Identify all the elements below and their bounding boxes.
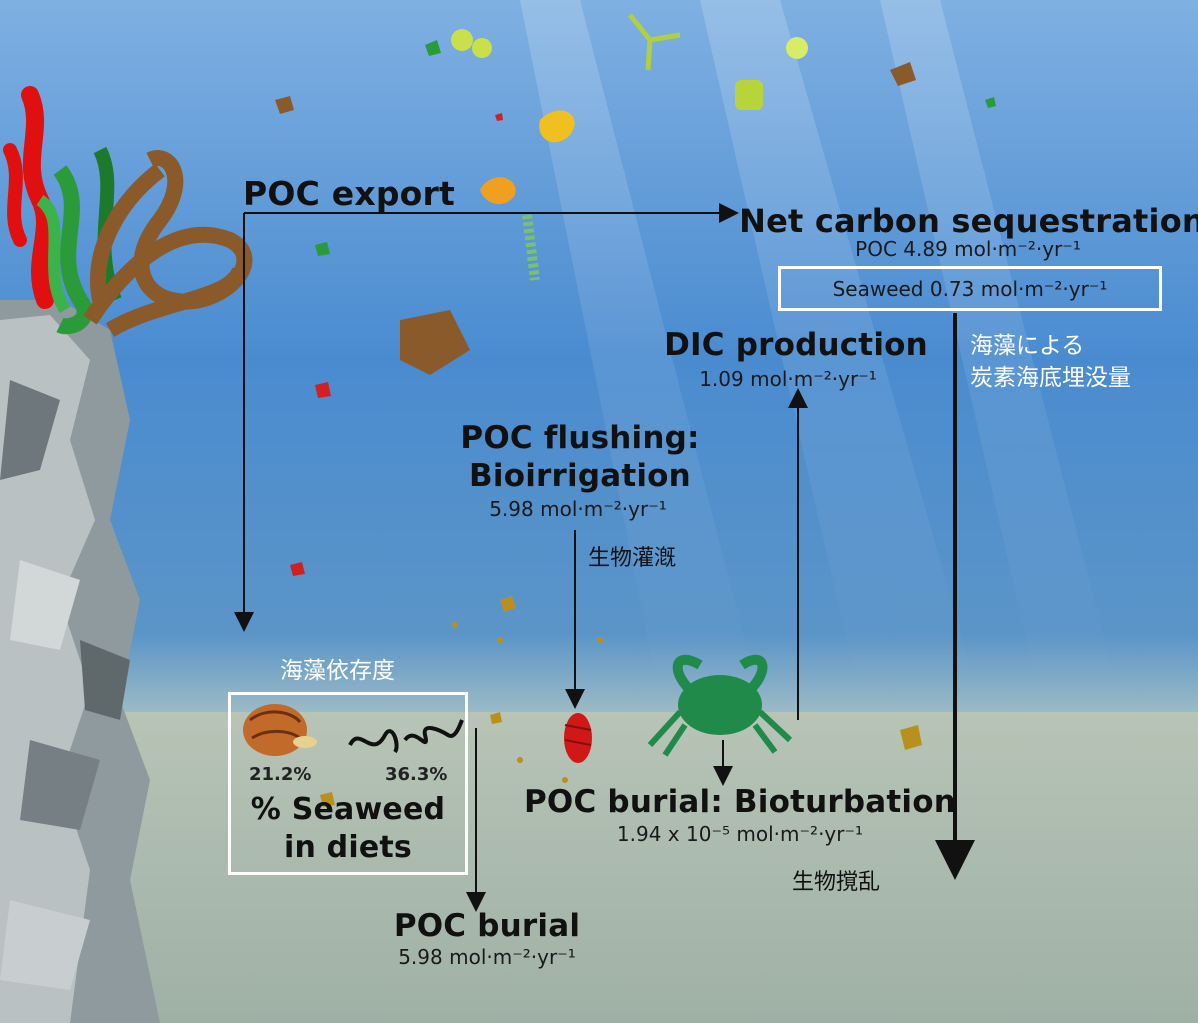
poc-export-label: POC export bbox=[243, 174, 455, 213]
bioturbation-value: 1.94 x 10⁻⁵ mol·m⁻²·yr⁻¹ bbox=[616, 822, 864, 846]
particles bbox=[275, 40, 996, 807]
jp-seaweed-burial-line1: 海藻による bbox=[970, 333, 1085, 359]
burial-value: 5.98 mol·m⁻²·yr⁻¹ bbox=[398, 945, 576, 969]
jp-seaweed-burial-line2: 炭素海底埋没量 bbox=[970, 365, 1131, 391]
diet-label-line2: in diets bbox=[284, 830, 412, 865]
brown-snail-icon bbox=[243, 704, 317, 756]
worm-percent: 36.3% bbox=[385, 764, 448, 785]
flushing-value: 5.98 mol·m⁻²·yr⁻¹ bbox=[489, 497, 667, 521]
flushing-title-line2: Bioirrigation bbox=[469, 458, 691, 494]
red-snail bbox=[564, 713, 592, 763]
net-sequestration-title: Net carbon sequestration bbox=[739, 202, 1198, 240]
brown-kelp bbox=[83, 150, 253, 337]
snail-percent: 21.2% bbox=[249, 764, 312, 785]
crab bbox=[647, 654, 793, 757]
seaweed-value-box bbox=[778, 266, 1162, 311]
burial-title: POC burial bbox=[393, 908, 581, 944]
jp-bioirrigation: 生物灌漑 bbox=[588, 546, 677, 571]
light-ray bbox=[880, 0, 1120, 700]
worm-icon bbox=[348, 719, 464, 754]
plankton bbox=[451, 13, 808, 281]
rock-cliff bbox=[0, 300, 160, 1023]
diet-box bbox=[228, 692, 468, 875]
flushing-title-line1: POC flushing: bbox=[460, 420, 700, 456]
bioturbation-title: POC burial: Bioturbation bbox=[524, 784, 956, 820]
light-ray bbox=[520, 0, 760, 700]
green-seaweed bbox=[36, 146, 122, 335]
flow-arrows bbox=[234, 203, 975, 912]
jp-seaweed-dependence: 海藻依存度 bbox=[280, 658, 395, 684]
dic-value: 1.09 mol·m⁻²·yr⁻¹ bbox=[699, 367, 877, 391]
net-seaweed-value: Seaweed 0.73 mol·m⁻²·yr⁻¹ bbox=[832, 277, 1108, 301]
light-ray bbox=[700, 0, 980, 700]
net-poc-value: POC 4.89 mol·m⁻²·yr⁻¹ bbox=[855, 237, 1081, 261]
diet-label-line1: % Seaweed bbox=[250, 792, 446, 827]
seabed bbox=[0, 712, 1198, 1023]
dic-title: DIC production bbox=[664, 327, 928, 363]
red-seaweed bbox=[3, 86, 54, 309]
jp-bioturbation: 生物撹乱 bbox=[792, 870, 881, 895]
